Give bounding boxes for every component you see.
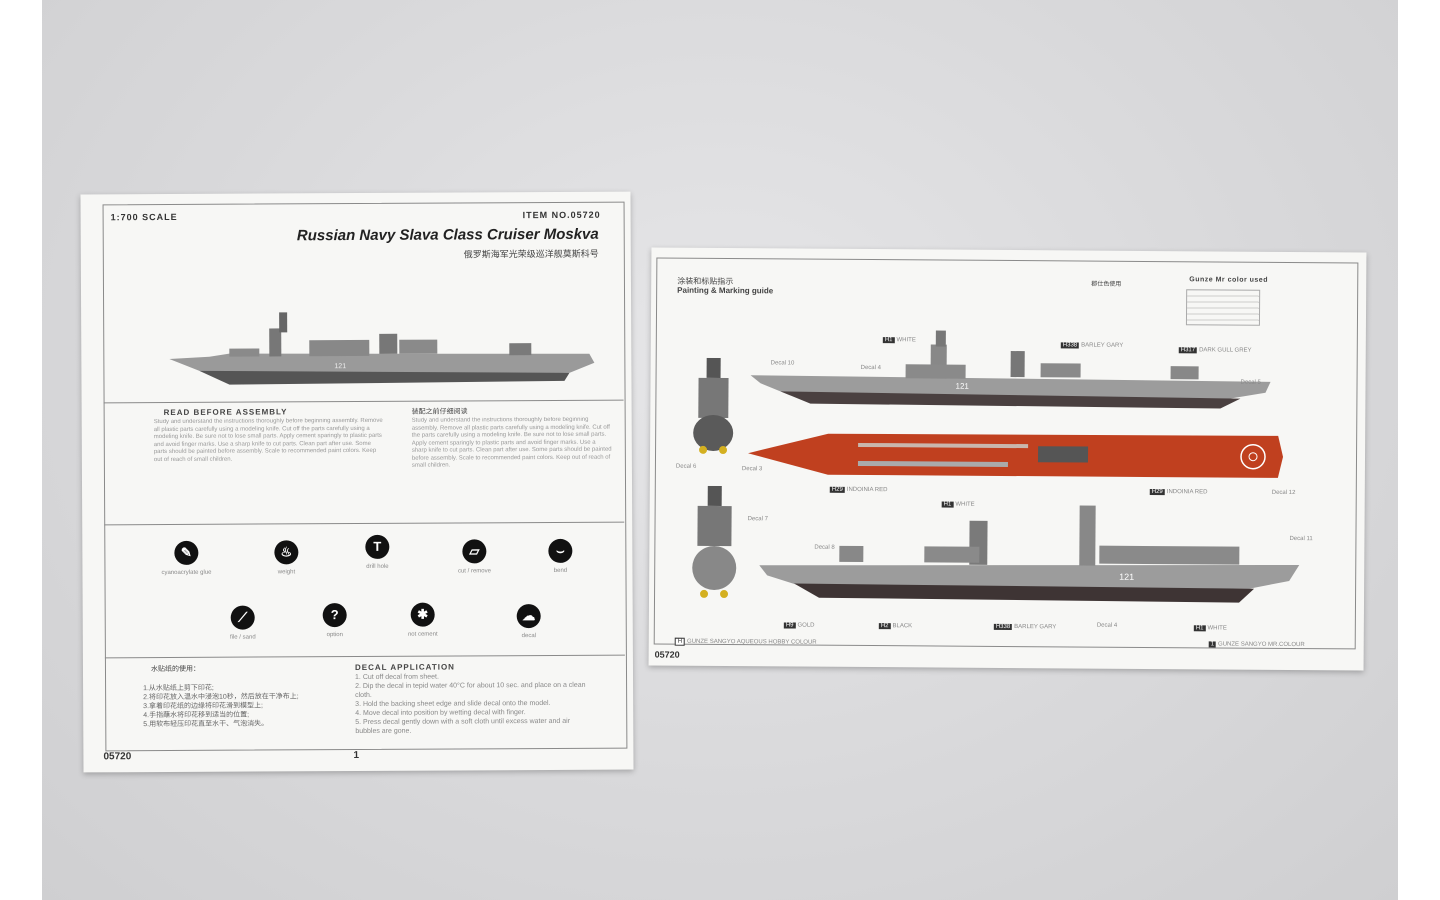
read-before-text-cn: Study and understand the instructions th… [411, 416, 612, 469]
symbol-label: file / sand [229, 634, 256, 641]
kit-title: Russian Navy Slava Class Cruiser Moskva [296, 225, 599, 245]
symbol-label: drill hole [366, 563, 389, 570]
ship-side-profile: 121 [169, 312, 595, 385]
svg-text:121: 121 [334, 363, 346, 370]
color-table-title: Gunze Mr color used [1189, 276, 1269, 284]
symbol-label: not cement [407, 631, 438, 638]
read-before-heading-cn: 装配之前仔细阅读 [411, 408, 468, 416]
decal-application-steps: 1. Cut off decal from sheet. 2. Dip the … [355, 673, 586, 736]
symbol-label: cut / remove [457, 568, 491, 575]
callout: Decal 12 [1271, 489, 1296, 497]
no-cement-icon: ✱ [410, 602, 435, 627]
painting-guide-heading: Painting & Marking guide [677, 285, 774, 296]
symbol-label: bend [553, 567, 568, 574]
file-icon: ⟋ [230, 605, 255, 630]
glue-icon: ✎ [174, 540, 199, 565]
read-before-heading: READ BEFORE ASSEMBLY [163, 407, 288, 418]
ship-front-view-top [693, 357, 734, 455]
ship-deck-plan [748, 433, 1284, 478]
page-number: 1 [353, 749, 360, 762]
svg-text:121: 121 [1119, 572, 1134, 582]
weight-icon: ♨ [274, 540, 299, 565]
callout: Decal 3 [741, 466, 763, 473]
callout: Decal 6 [675, 463, 697, 470]
instruction-sheet-left: 1:700 SCALE ITEM NO.05720 Russian Navy S… [80, 191, 634, 773]
symbol-label: weight [277, 569, 296, 576]
color-table-cn: 郡仕色使用 [1091, 281, 1122, 288]
scale-label: 1:700 SCALE [110, 211, 178, 223]
water-decal-steps-cn: 1.从水贴纸上剪下印花; 2.将印花放入温水中浸泡10秒，然后放在干净布上; 3… [143, 684, 299, 729]
instruction-sheet-right: 涂装和标贴指示 Painting & Marking guide 郡仕色使用 G… [648, 247, 1367, 671]
bend-icon: ⌣ [548, 538, 573, 563]
callout: Decal 4 [1096, 622, 1118, 629]
drill-icon: T [365, 534, 390, 559]
symbol-label: cyanoacrylate glue [161, 569, 212, 577]
cut-icon: ▱ [462, 539, 487, 564]
decal-application-heading: DECAL APPLICATION [354, 662, 455, 673]
callout: Decal 8 [814, 544, 835, 551]
footer-code: 05720 [654, 649, 680, 660]
symbol-label: decal [521, 633, 536, 640]
left-margin [0, 0, 42, 900]
option-icon: ? [322, 603, 347, 628]
footer-code: 05720 [103, 751, 132, 763]
color-table [1185, 289, 1261, 326]
right-margin [1398, 0, 1440, 900]
item-number: ITEM NO.05720 [522, 209, 601, 221]
read-before-text: Study and understand the instructions th… [153, 417, 383, 463]
callout: Decal 5 [1240, 379, 1261, 386]
callout: Decal 10 [770, 360, 795, 367]
symbol-label: option [326, 632, 343, 639]
callout: Decal 11 [1289, 535, 1313, 543]
ship-front-view-bottom [692, 485, 737, 599]
svg-text:121: 121 [955, 382, 969, 391]
kit-title-cn: 俄罗斯海军光荣级巡洋舰莫斯科号 [463, 248, 599, 260]
decal-icon: ☁ [516, 604, 541, 629]
ship-side-view-top: 121 [750, 330, 1271, 409]
callout: Decal 4 [860, 364, 881, 372]
water-decal-heading-cn: 水贴纸的使用： [150, 665, 200, 674]
callout: Decal 7 [747, 516, 768, 523]
ship-side-view-bottom: 121 [759, 505, 1300, 603]
